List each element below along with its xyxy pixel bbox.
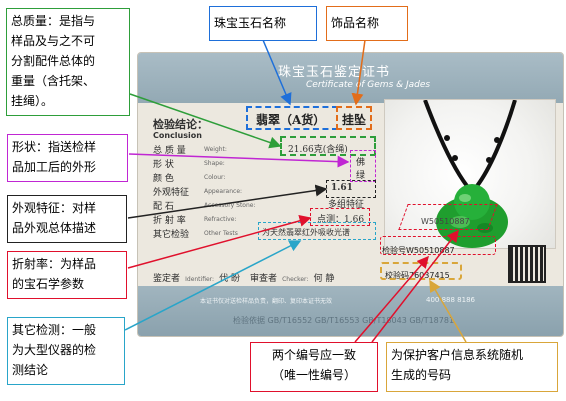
checker-label-en: Checker: bbox=[282, 276, 309, 283]
gem-name-note: 珠宝玉石名称 bbox=[209, 6, 317, 41]
weight-label-cn: 总 质 量 bbox=[153, 146, 186, 156]
shape-label-en: Shape: bbox=[204, 160, 225, 167]
pendant-photo bbox=[384, 99, 556, 249]
other-tests-highlight bbox=[258, 222, 376, 240]
shape-value: 佛 bbox=[356, 158, 366, 168]
shape-label-cn: 形 状 bbox=[153, 160, 174, 170]
check-code-note: 为保护客户信息系统随机 生成的号码 bbox=[386, 342, 558, 392]
refractive-label-en: Refractive: bbox=[204, 216, 237, 223]
identifier-label-en: Identifier: bbox=[185, 276, 215, 283]
photo-number: W50510887 bbox=[421, 217, 470, 226]
identifier-value: 代 盼 bbox=[219, 274, 241, 284]
colour-label-en: Colour: bbox=[204, 174, 226, 181]
inspection-number-highlight bbox=[380, 236, 496, 255]
refractive-note: 折射率：为样品 的宝石学参数 bbox=[7, 251, 127, 299]
weight-note: 总质量：是指与 样品及与之不可 分割配件总体的 重量（含托架、 挂绳）。 bbox=[6, 8, 130, 116]
item-name-highlight bbox=[336, 106, 372, 130]
appearance-label-cn: 外观特征 bbox=[153, 188, 190, 198]
conclusion-label-en: Conclusion bbox=[153, 131, 202, 140]
conclusion-label-cn: 检验结论： bbox=[153, 118, 208, 131]
item-name-value: 挂坠 bbox=[342, 113, 367, 127]
inspection-basis: 检验依据 GB/T16552 GB/T16553 GB/T18043 GB/T1… bbox=[233, 316, 455, 325]
inspection-number: 检验号W50510887 bbox=[382, 246, 455, 255]
shape-highlight bbox=[350, 150, 376, 182]
other-tests-label-en: Other Tests bbox=[204, 230, 238, 237]
colour-label-cn: 颜 色 bbox=[153, 174, 174, 184]
identifier-row: 鉴定者 Identifier: 代 盼 bbox=[153, 266, 240, 285]
shape-note: 形状：指送检样 品加工后的外形 bbox=[7, 134, 128, 182]
appearance-note: 外观特征：对样 品外观总体描述 bbox=[7, 195, 127, 243]
checker-value: 何 静 bbox=[313, 274, 335, 284]
appearance-value: 1.61 bbox=[331, 183, 353, 193]
item-name-note: 饰品名称 bbox=[326, 6, 408, 41]
colour-value: 绿 bbox=[356, 171, 366, 181]
certificate-header bbox=[138, 53, 563, 103]
certificate-footer bbox=[138, 286, 563, 336]
phone-number: 400 888 8186 bbox=[426, 296, 475, 304]
identifier-label-cn: 鉴定者 bbox=[153, 274, 181, 284]
appearance-label-en: Appearance: bbox=[204, 188, 243, 195]
other-tests-label-cn: 其它检验 bbox=[153, 230, 190, 240]
check-code: 校验码76037415 bbox=[385, 271, 450, 280]
other-tests-value: 为天然翡翠红外吸收光谱 bbox=[262, 228, 350, 237]
gem-name-value: 翡翠（A货） bbox=[256, 113, 326, 127]
refractive-value: 点测：1.66 bbox=[317, 215, 365, 225]
checker-label-cn: 审查者 bbox=[250, 274, 278, 284]
certificate-card: 珠宝玉石鉴定证书 Certificate of Gems & Jades 检验结… bbox=[137, 52, 564, 337]
other-tests-note: 其它检测：一般 为大型仪器的检 测结论 bbox=[7, 317, 125, 385]
accessory-label-en: Accessory Stone: bbox=[204, 202, 256, 209]
number-match-note: 两个编号应一致 （唯一性编号） bbox=[250, 342, 378, 392]
qr-code-icon bbox=[508, 245, 546, 283]
accessory-label-cn: 配 石 bbox=[153, 202, 174, 212]
weight-label-en: Weight: bbox=[204, 146, 227, 153]
certificate-title-en: Certificate of Gems & Jades bbox=[306, 80, 431, 90]
checker-row: 审查者 Checker: 何 静 bbox=[250, 266, 334, 285]
disclaimer-text: 本证书仅对送检样品负责，翻印、复印本证书无效 bbox=[200, 298, 333, 305]
weight-value: 21.66克(含绳) bbox=[288, 145, 348, 155]
accessory-value: 多组特征 bbox=[328, 200, 365, 210]
refractive-label-cn: 折 射 率 bbox=[153, 216, 186, 226]
